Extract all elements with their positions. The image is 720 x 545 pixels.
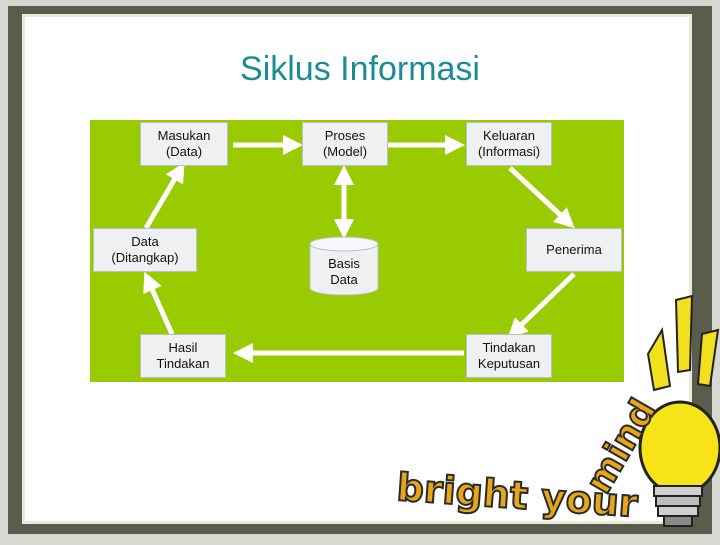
arrow-penerima-to-tindakan [507, 272, 576, 339]
arrow-keluaran-to-penerima [508, 166, 575, 229]
node-keluaran: Keluaran (Informasi) [466, 122, 552, 166]
logo-artwork: bright your mind [394, 294, 720, 527]
database-cylinder: Basis Data [308, 236, 380, 296]
arrow-hasil-to-data [143, 271, 175, 336]
bright-your-mind-logo: bright your mind [392, 290, 720, 540]
diagram-arrows [143, 135, 576, 363]
slide-title: Siklus Informasi [240, 50, 480, 88]
lightbulb-icon [638, 400, 720, 527]
node-data: Data (Ditangkap) [93, 228, 197, 272]
node-basis-data: Basis Data [328, 256, 360, 287]
information-cycle-diagram: Masukan (Data) Proses (Model) Keluaran (… [90, 120, 624, 382]
database-icon [309, 236, 379, 296]
node-hasil: Hasil Tindakan [140, 334, 226, 378]
node-masukan: Masukan (Data) [140, 122, 228, 166]
node-penerima: Penerima [526, 228, 622, 272]
arrow-data-to-masukan [143, 162, 185, 230]
node-proses: Proses (Model) [302, 122, 388, 166]
node-tindakan: Tindakan Keputusan [466, 334, 552, 378]
